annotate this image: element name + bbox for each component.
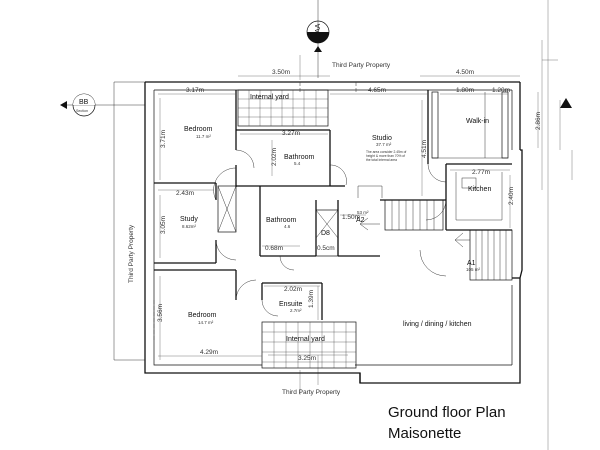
construction-lines [299, 0, 573, 450]
dim-2-02-a: 2.02m [271, 148, 278, 166]
room-internal-yard-top: Internal yard [250, 94, 289, 101]
dim-3-27: 3.27m [282, 130, 300, 137]
room-d8: D8 [321, 230, 330, 237]
room-bedroom-2: Bedroom [188, 312, 217, 319]
section-aa-label: AA [315, 23, 322, 33]
room-study-area: 8.62m² [182, 224, 197, 229]
walkin-shelving [431, 91, 509, 159]
dim-0-5cm: 0.5cm [317, 245, 335, 252]
section-bb-label: BB [79, 99, 89, 106]
stairs-a2 [357, 185, 444, 231]
room-a1-area: 105 m² [466, 267, 481, 272]
stair-arrows [359, 217, 470, 248]
room-ensuite-area: 2.7m² [290, 308, 302, 313]
title-line-1: Ground floor Plan [388, 404, 506, 421]
dim-3-05: 3.05m [160, 216, 167, 234]
room-a2-area: 53 m² [357, 210, 369, 215]
dim-1-50: 1.50m [342, 214, 360, 221]
dim-3-56: 3.56m [157, 304, 164, 322]
right-triangle-marker [560, 98, 572, 108]
room-internal-yard-bottom: Internal yard [286, 336, 325, 343]
room-bathroom-2-area: 4.6 [284, 224, 291, 229]
room-studio-note: The area consider 2.45m of height & more… [366, 150, 407, 162]
room-bathroom-1: Bathroom [284, 154, 315, 161]
room-a2: A2 [356, 217, 365, 224]
room-walk-in: Walk-in [466, 118, 489, 125]
dim-3-50: 3.50m [272, 69, 290, 76]
doors [213, 149, 447, 317]
room-studio: Studio [372, 135, 392, 142]
dim-2-02-b: 2.02m [284, 286, 302, 293]
title-line-2: Maisonette [388, 425, 461, 442]
room-bathroom-2: Bathroom [266, 217, 297, 224]
room-kitchen: Kitchen [468, 186, 491, 193]
studio-note-box: The area consider 2.45m of height & more… [366, 150, 407, 162]
dim-4-51: 4.51m [421, 140, 428, 158]
dim-3-25: 3.25m [298, 355, 316, 362]
dim-4-50: 4.50m [456, 69, 474, 76]
room-bedroom-1-area: 11.7 m² [196, 134, 211, 139]
exterior-walls [144, 81, 523, 384]
room-a1: A1 [467, 260, 476, 267]
room-ensuite: Ensuite [279, 301, 302, 308]
dimension-lines [158, 75, 539, 360]
internal-yard-bottom [261, 321, 357, 369]
stairs-a1 [469, 229, 513, 281]
left-boundary [113, 81, 145, 361]
dim-4-29: 4.29m [200, 349, 218, 356]
dim-2-43: 2.43m [176, 190, 194, 197]
third-party-property-bottom: Third Party Property [282, 389, 341, 396]
dim-4-65: 4.65m [368, 87, 386, 94]
dim-2-86: 2.86m [535, 112, 542, 130]
dim-1-80: 1.80m [456, 87, 474, 94]
dim-1-39: 1.39m [308, 290, 315, 308]
dim-2-40: 2.40m [508, 187, 515, 205]
internal-yard-top [237, 89, 329, 127]
section-marker-aa: AA [306, 0, 330, 78]
room-study: Study [180, 216, 198, 223]
room-bathroom-1-area: 5.4 [294, 161, 301, 166]
dim-0-68: 0.68m [265, 245, 283, 252]
third-party-property-top: Third Party Property [332, 62, 391, 69]
dim-3-71: 3.71m [160, 130, 167, 148]
room-bedroom-1: Bedroom [184, 126, 213, 133]
third-party-property-left: Third Party Property [128, 224, 135, 283]
dim-3-17: 3.17m [186, 87, 204, 94]
section-marker-bb: BB Section [60, 93, 145, 117]
kitchen-counter [455, 172, 503, 221]
dashed-lines [153, 82, 357, 340]
dim-1-20: 1.20m [492, 87, 510, 94]
room-bedroom-2-area: 14.7 m² [198, 320, 214, 325]
section-bb-sub: Section [76, 109, 88, 113]
room-studio-area: 37.7 m² [376, 142, 392, 147]
interior-walls [154, 90, 512, 320]
room-living-dining-kitchen: living / dining / kitchen [403, 321, 472, 328]
dim-2-77: 2.77m [472, 169, 490, 176]
